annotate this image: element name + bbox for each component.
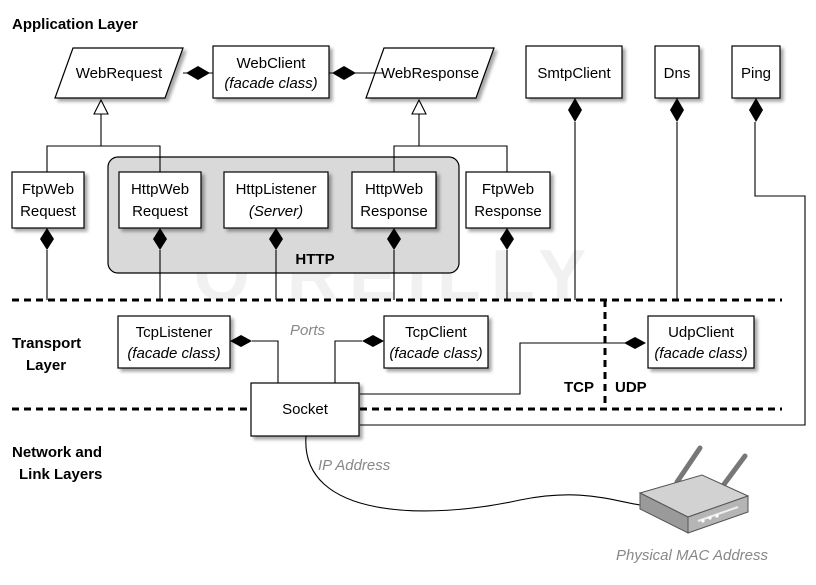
socket-label: Socket	[282, 401, 329, 418]
tcplistener-socket-line	[252, 340, 279, 383]
udpclient-label: UdpClient	[668, 324, 735, 341]
webclient-sublabel: (facade class)	[224, 75, 317, 92]
httpwebrequest-label-2: Request	[132, 203, 189, 220]
udp-label: UDP	[615, 379, 647, 396]
ftpwebresponse-box	[465, 171, 551, 229]
ftpwebresponse-diamond	[500, 228, 514, 250]
ftpwebresponse-label-2: Response	[474, 203, 542, 220]
dns-label: Dns	[664, 65, 691, 82]
webclient-request-diamond	[186, 66, 210, 80]
dns-diamond	[670, 98, 684, 122]
udpclient-sublabel: (facade class)	[654, 345, 747, 362]
webresponse-label: WebResponse	[381, 65, 479, 82]
webresponse-inherit-triangle	[411, 98, 427, 115]
httpwebresponse-box	[351, 171, 437, 229]
ip-address-cable	[305, 435, 641, 512]
tcplistener-box	[117, 315, 231, 369]
webrequest-box	[54, 47, 184, 99]
ports-label: Ports	[290, 322, 326, 339]
webrequest-label: WebRequest	[76, 65, 163, 82]
network-layer-label-2: Link Layers	[19, 466, 102, 483]
ftpwebrequest-label-1: FtpWeb	[22, 181, 74, 198]
httpwebresponse-inherit-line	[393, 114, 420, 172]
tcpclient-diamond	[362, 335, 384, 347]
webclient-box	[212, 45, 330, 99]
tcpclient-socket-line	[334, 340, 362, 383]
httplistener-sublabel: (Server)	[249, 203, 303, 220]
httpwebresponse-label-2: Response	[360, 203, 428, 220]
httpwebrequest-box	[118, 171, 202, 229]
transport-layer-label-2: Layer	[26, 357, 66, 374]
http-label: HTTP	[295, 251, 334, 268]
ping-label: Ping	[741, 65, 771, 82]
tcp-label: TCP	[564, 379, 594, 396]
udpclient-box	[647, 315, 755, 369]
udpclient-diamond	[624, 337, 646, 349]
httpwebrequest-label-1: HttpWeb	[131, 181, 189, 198]
webresponse-box	[365, 47, 495, 99]
httplistener-label: HttpListener	[236, 181, 317, 198]
mac-address-label: Physical MAC Address	[616, 547, 768, 564]
network-layer-label-1: Network and	[12, 444, 102, 461]
ip-address-label: IP Address	[318, 457, 391, 474]
tcplistener-sublabel: (facade class)	[127, 345, 220, 362]
httplistener-diamond	[269, 228, 283, 250]
ftpwebrequest-diamond	[40, 228, 54, 250]
tcplistener-diamond	[230, 335, 252, 347]
httplistener-box	[223, 171, 329, 229]
smtpclient-box	[525, 45, 623, 99]
ftpwebrequest-label-2: Request	[20, 203, 77, 220]
transport-layer-label-1: Transport	[12, 335, 81, 352]
webclient-response-diamond	[332, 66, 356, 80]
application-layer-label: Application Layer	[12, 16, 138, 33]
smtpclient-label: SmtpClient	[537, 65, 611, 82]
tcpclient-box	[383, 315, 489, 369]
httpwebrequest-inherit-line	[101, 145, 161, 172]
ping-diamond	[749, 98, 763, 122]
webrequest-inherit-triangle	[93, 98, 109, 115]
tcpclient-sublabel: (facade class)	[389, 345, 482, 362]
ping-socket-line	[360, 122, 806, 426]
tcpclient-label: TcpClient	[405, 324, 468, 341]
httpwebresponse-diamond	[387, 228, 401, 250]
dns-box	[654, 45, 700, 99]
httpwebrequest-diamond	[153, 228, 167, 250]
smtpclient-diamond	[568, 98, 582, 122]
ftpwebrequest-box	[11, 171, 85, 229]
ftpwebresponse-label-1: FtpWeb	[482, 181, 534, 198]
tcplistener-label: TcpListener	[136, 324, 213, 341]
socket-box	[250, 382, 360, 437]
webclient-label: WebClient	[237, 55, 307, 72]
ftpwebresponse-inherit-line	[419, 145, 508, 172]
ftpwebrequest-inherit-line	[46, 114, 102, 172]
router-icon	[638, 445, 750, 534]
httpwebresponse-label-1: HttpWeb	[365, 181, 423, 198]
udpclient-socket-line	[360, 342, 645, 395]
